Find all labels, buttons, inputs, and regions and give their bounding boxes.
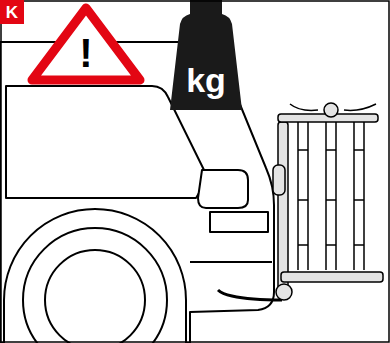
tail-light	[198, 170, 248, 208]
warning-mark: !	[70, 30, 102, 76]
rack-post	[278, 122, 288, 292]
symbol-text: !	[79, 33, 92, 73]
weight-label: kg	[170, 58, 242, 102]
rack-clamp	[273, 165, 285, 195]
warning-triangle	[32, 8, 140, 80]
figure-letter-box: K	[0, 0, 24, 24]
wheel-tyre	[23, 228, 167, 343]
weight-symbol	[170, 0, 242, 110]
bike-rack	[218, 103, 383, 300]
symbol-text: kg	[186, 63, 226, 97]
hitch-cable	[218, 290, 282, 300]
hitch-ball	[276, 284, 292, 300]
rack-tray	[281, 272, 383, 282]
bike-holders	[290, 103, 376, 270]
symbol-text: K	[6, 4, 18, 21]
body-line	[190, 261, 272, 263]
bumper-panel	[210, 212, 268, 232]
wheel-rim	[45, 250, 145, 343]
